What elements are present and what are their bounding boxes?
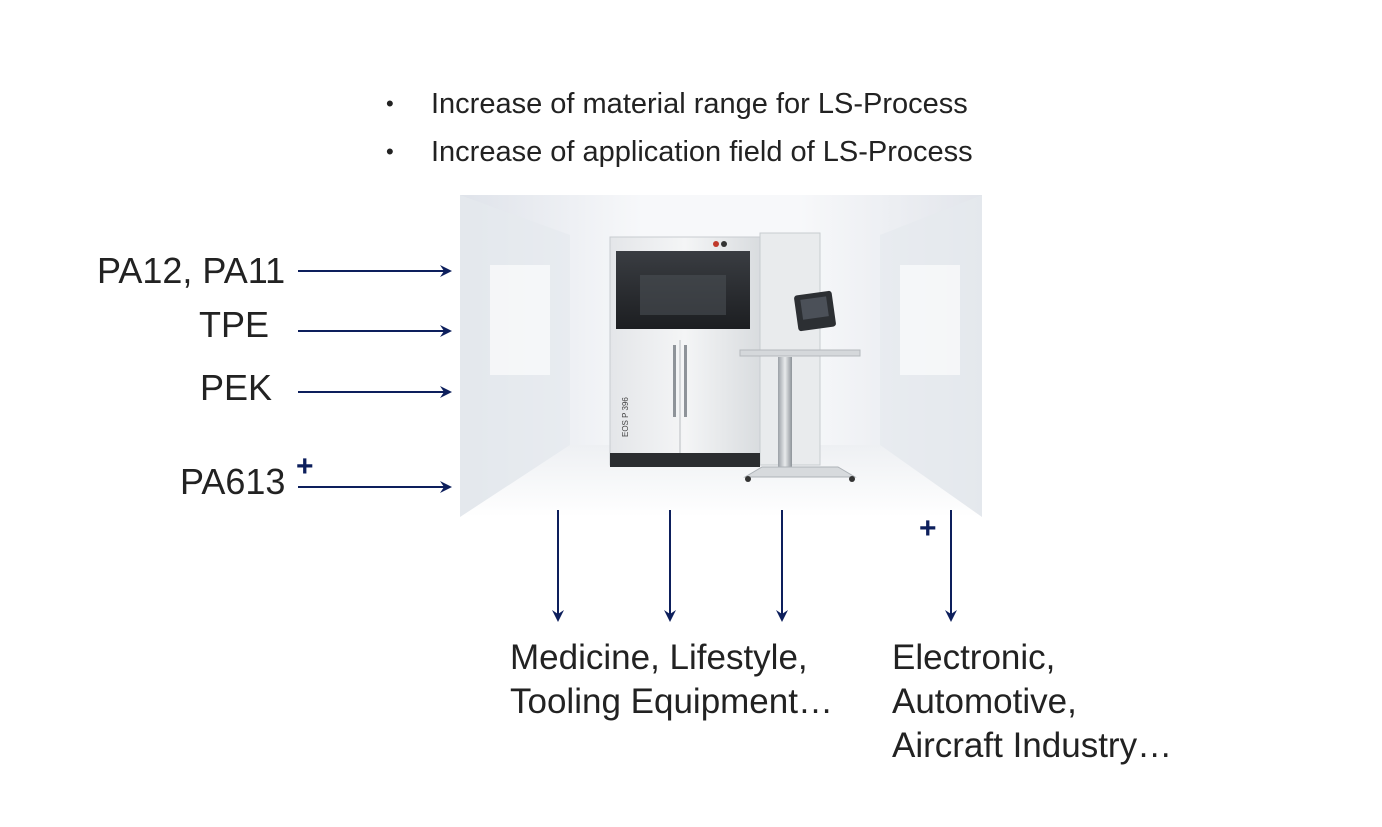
objective-text: Increase of material range for LS-Proces…	[431, 88, 968, 120]
material-label-tpe: TPE	[199, 304, 270, 345]
material-label-pa613: PA613	[180, 461, 286, 502]
objective-item: • Increase of application field of LS-Pro…	[386, 128, 973, 176]
application-line: Automotive,	[892, 682, 1077, 721]
application-line: Tooling Equipment…	[510, 682, 833, 721]
application-group-left: Medicine, Lifestyle, Tooling Equipment…	[510, 636, 833, 724]
objective-list: • Increase of material range for LS-Proce…	[386, 80, 973, 176]
bullet-dot-icon: •	[386, 91, 394, 116]
plus-icon: +	[296, 450, 314, 483]
application-line: Aircraft Industry…	[892, 726, 1173, 765]
application-group-right: Electronic, Automotive, Aircraft Industr…	[892, 636, 1172, 768]
objective-item: • Increase of material range for LS-Proce…	[386, 80, 973, 128]
machine-model-label: EOS P 396	[621, 397, 630, 437]
application-line: Electronic,	[892, 638, 1056, 677]
plus-icon: +	[919, 512, 937, 545]
eos-machine-image: EOS P 396	[460, 195, 982, 517]
application-line: Medicine, Lifestyle,	[510, 638, 808, 677]
material-label-pa12-pa11: PA12, PA11	[97, 250, 286, 291]
objective-text: Increase of application field of LS-Proc…	[431, 136, 973, 168]
bullet-dot-icon: •	[386, 139, 394, 164]
material-label-pek: PEK	[200, 367, 273, 408]
